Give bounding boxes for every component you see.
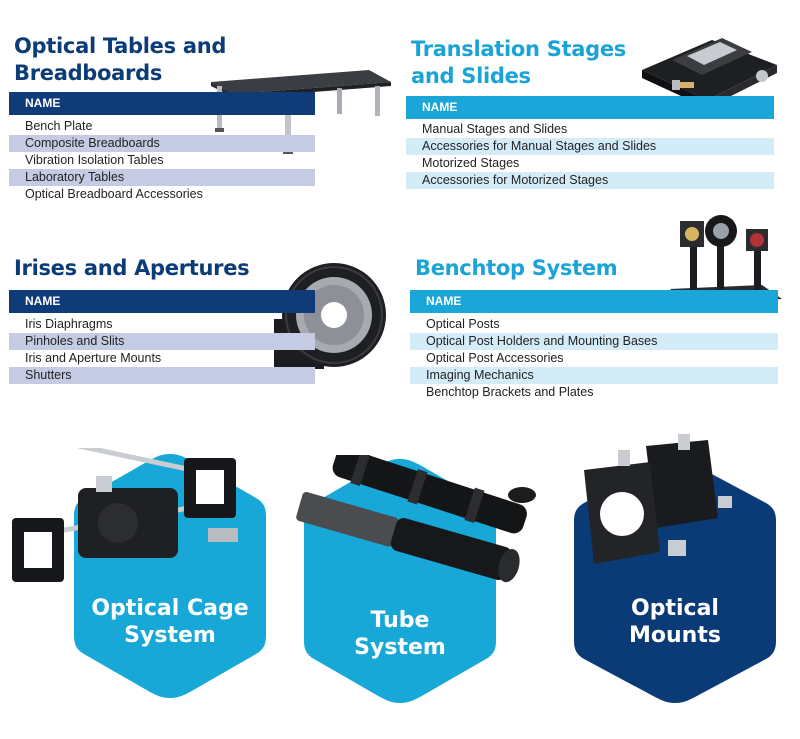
section-optical-tables: Optical Tables and Breadboards NAME Benc…: [0, 0, 400, 215]
tile-label-line-2: Mounts: [629, 623, 721, 648]
title-line-2: Breadboards: [14, 61, 163, 85]
section-irises: Irises and Apertures NAME Iris Diaphragm…: [0, 215, 400, 410]
list-item[interactable]: Laboratory Tables: [9, 169, 315, 186]
list-item[interactable]: Accessories for Manual Stages and Slides: [406, 138, 774, 155]
list-item[interactable]: Optical Breadboard Accessories: [25, 187, 203, 201]
table-header: NAME: [9, 92, 315, 115]
list-item[interactable]: Optical Post Accessories: [426, 351, 564, 365]
list-item[interactable]: Vibration Isolation Tables: [25, 153, 164, 167]
list-item[interactable]: Benchtop Brackets and Plates: [426, 385, 594, 399]
title-line-1: Benchtop System: [415, 256, 618, 280]
section-translation-stages: Translation Stages and Slides NAME Manua…: [400, 0, 800, 215]
list-item[interactable]: Iris Diaphragms: [25, 317, 113, 331]
tile-label-line-2: System: [354, 635, 446, 660]
tile-label-line-1: Tube: [370, 608, 430, 633]
cage-system-image: [12, 448, 238, 582]
list-item[interactable]: Bench Plate: [25, 119, 93, 133]
table-header: NAME: [9, 290, 315, 313]
item-list: Manual Stages and Slides Accessories for…: [406, 121, 774, 189]
tube-system-image: [296, 455, 536, 583]
section-title: Irises and Apertures: [14, 255, 250, 282]
section-title: Benchtop System: [415, 255, 618, 282]
optical-mount-image: [584, 434, 732, 564]
title-line-1: Optical Tables and: [14, 34, 227, 58]
tile-label-line-1: Optical: [631, 596, 719, 621]
list-item[interactable]: Composite Breadboards: [9, 135, 315, 152]
list-item[interactable]: Shutters: [9, 367, 315, 384]
list-item[interactable]: Manual Stages and Slides: [422, 122, 568, 136]
tile-label-line-2: System: [124, 623, 216, 648]
list-item[interactable]: Optical Posts: [426, 317, 500, 331]
item-list: Optical Posts Optical Post Holders and M…: [410, 316, 778, 401]
list-item[interactable]: Motorized Stages: [422, 156, 520, 170]
list-item[interactable]: Accessories for Motorized Stages: [406, 172, 774, 189]
list-item[interactable]: Iris and Aperture Mounts: [25, 351, 162, 365]
item-list: Iris Diaphragms Pinholes and Slits Iris …: [9, 316, 315, 384]
title-line-1: Irises and Apertures: [14, 256, 250, 280]
list-item[interactable]: Imaging Mechanics: [410, 367, 778, 384]
item-list: Bench Plate Composite Breadboards Vibrat…: [9, 118, 315, 203]
list-item[interactable]: Optical Post Holders and Mounting Bases: [410, 333, 778, 350]
tile-label: Optical Cage System: [70, 595, 270, 649]
translation-stage-image: [642, 38, 777, 108]
table-header: NAME: [410, 290, 778, 313]
tile-label: Tube System: [300, 607, 500, 661]
section-title: Optical Tables and Breadboards: [14, 33, 226, 87]
title-line-1: Translation Stages: [411, 37, 626, 61]
section-title: Translation Stages and Slides: [411, 36, 626, 90]
tile-label: Optical Mounts: [570, 595, 780, 649]
section-benchtop: Benchtop System NAME Optical Posts Optic…: [400, 215, 800, 410]
list-item[interactable]: Pinholes and Slits: [9, 333, 315, 350]
title-line-2: and Slides: [411, 64, 531, 88]
tile-label-line-1: Optical Cage: [91, 596, 249, 621]
table-header: NAME: [406, 96, 774, 119]
